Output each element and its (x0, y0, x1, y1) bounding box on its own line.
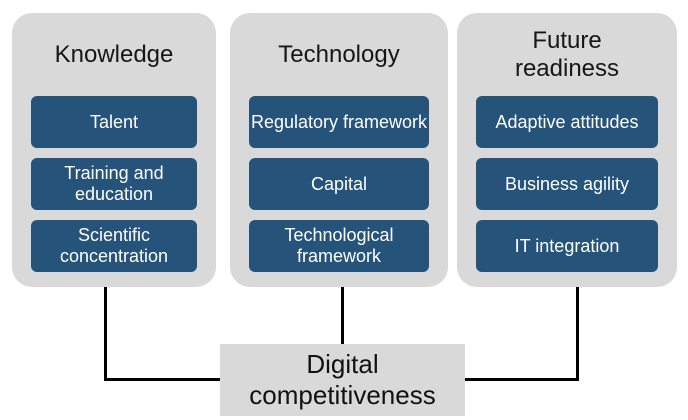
column-title-technology: Technology (230, 13, 448, 96)
factor-box-scientific-concentration: Scientific concentration (31, 220, 197, 272)
factor-box-training-education: Training and education (31, 158, 197, 210)
factor-label: Business agility (504, 173, 630, 194)
factor-label: Training and education (64, 163, 164, 204)
factor-box-technological-framework: Technological framework (249, 220, 429, 272)
factor-box-adaptive-attitudes: Adaptive attitudes (476, 96, 658, 148)
connector-left-horizontal (104, 378, 221, 381)
connector-left-vertical (104, 287, 107, 381)
connector-center-vertical (341, 287, 344, 345)
digital-competitiveness-box: Digital competitiveness (220, 344, 465, 416)
column-panel-technology: Technology Regulatory framework Capital … (230, 13, 448, 287)
factor-box-capital: Capital (249, 158, 429, 210)
column-panel-future-readiness: Future readiness Adaptive attitudes Busi… (457, 13, 677, 287)
column-items-technology: Regulatory framework Capital Technologic… (230, 96, 448, 272)
factor-label: IT integration (514, 235, 620, 256)
factor-label: Talent (89, 111, 139, 132)
result-label: Digital competitiveness (249, 349, 436, 410)
column-title-future-readiness: Future readiness (457, 13, 677, 96)
factor-box-business-agility: Business agility (476, 158, 658, 210)
factor-box-regulatory-framework: Regulatory framework (249, 96, 429, 148)
factor-label: Adaptive attitudes (495, 111, 639, 132)
column-panel-knowledge: Knowledge Talent Training and education … (12, 13, 216, 287)
column-title-knowledge: Knowledge (12, 13, 216, 96)
factor-label: Capital (310, 173, 368, 194)
connector-right-vertical (576, 287, 579, 381)
factor-label: Scientific concentration (59, 225, 169, 266)
column-items-future-readiness: Adaptive attitudes Business agility IT i… (457, 96, 677, 272)
column-title-label: Technology (278, 40, 400, 68)
column-title-label: Future readiness (514, 26, 620, 82)
factor-box-it-integration: IT integration (476, 220, 658, 272)
column-items-knowledge: Talent Training and education Scientific… (12, 96, 216, 272)
factor-box-talent: Talent (31, 96, 197, 148)
factor-label: Technological framework (284, 225, 394, 266)
connector-right-horizontal (464, 378, 579, 381)
factor-label: Regulatory framework (250, 111, 428, 132)
column-title-label: Knowledge (54, 40, 174, 68)
